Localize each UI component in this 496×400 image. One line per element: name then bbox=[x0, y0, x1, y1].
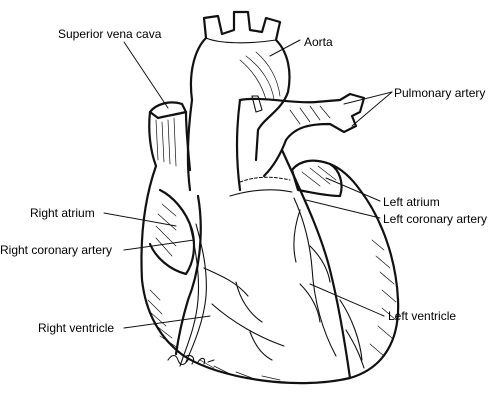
label-aorta: Aorta bbox=[304, 35, 333, 49]
label-right-ventricle: Right ventricle bbox=[38, 321, 115, 335]
pulmonary-artery-shape bbox=[235, 92, 366, 192]
leader-left-coronary-artery bbox=[305, 199, 381, 219]
heart-body-shape bbox=[140, 148, 400, 385]
right-atrium-shape bbox=[148, 188, 196, 276]
leader-superior-vena-cava bbox=[123, 41, 169, 109]
superior-vena-cava-shape bbox=[148, 101, 192, 172]
leader-pulmonary-artery-1 bbox=[343, 91, 393, 105]
leader-lines bbox=[103, 39, 393, 329]
leader-right-atrium bbox=[103, 212, 177, 227]
artist-signature bbox=[167, 354, 215, 366]
leader-left-ventricle bbox=[309, 283, 385, 317]
left-atrium-shape bbox=[290, 159, 343, 198]
leader-left-atrium bbox=[325, 177, 381, 202]
label-left-atrium: Left atrium bbox=[383, 195, 440, 209]
coronary-vessels bbox=[179, 197, 365, 369]
leader-right-coronary-artery bbox=[123, 239, 195, 251]
aorta-shape bbox=[186, 10, 291, 192]
label-right-atrium: Right atrium bbox=[30, 206, 95, 220]
label-left-coronary-artery: Left coronary artery bbox=[383, 212, 488, 226]
leader-aorta bbox=[269, 39, 301, 57]
leader-pulmonary-artery-2 bbox=[351, 91, 393, 127]
label-pulmonary-artery: Pulmonary artery bbox=[394, 86, 486, 100]
label-superior-vena-cava: Superior vena cava bbox=[58, 27, 162, 41]
leader-right-ventricle bbox=[123, 315, 211, 329]
label-right-coronary-artery: Right coronary artery bbox=[0, 243, 113, 257]
label-left-ventricle: Left ventricle bbox=[388, 309, 457, 323]
shading-hatches bbox=[147, 239, 397, 381]
